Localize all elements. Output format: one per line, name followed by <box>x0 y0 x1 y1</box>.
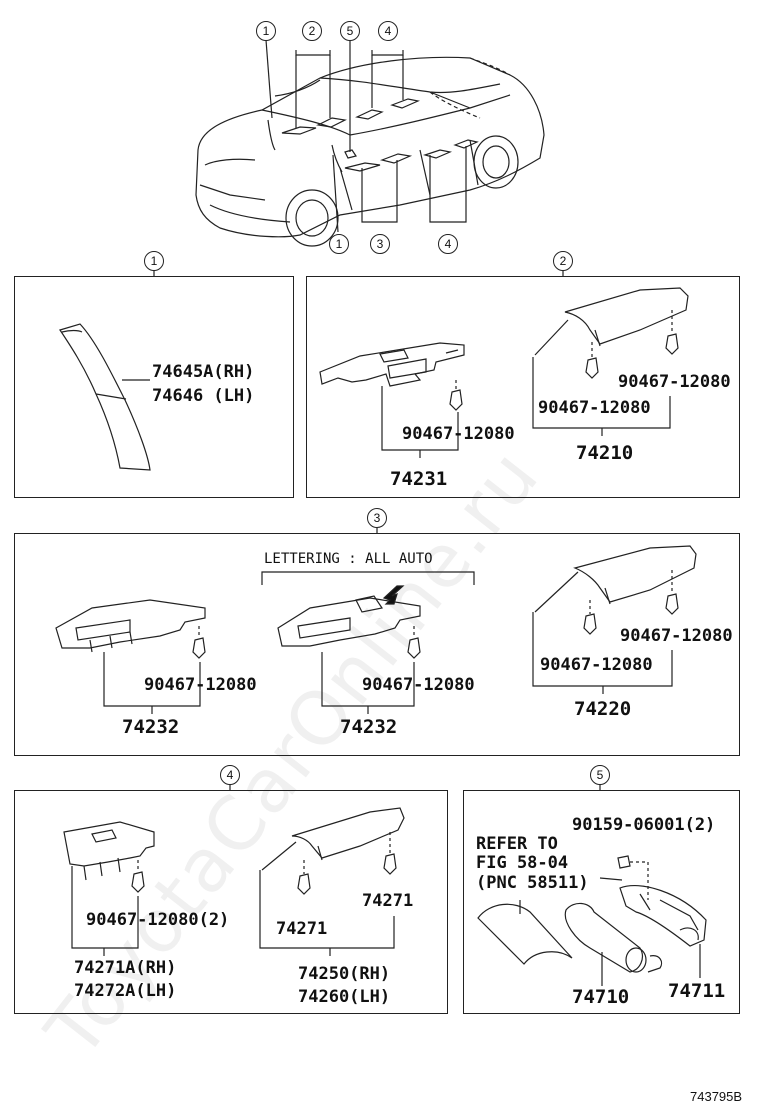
clip-icon-3b <box>407 637 421 659</box>
callout-bubble: 1 <box>329 234 349 254</box>
clip-part-number: 90467-12080 <box>362 675 475 695</box>
part-number-74710: 74710 <box>572 986 630 1008</box>
reference-note-line1: REFER TO <box>476 834 558 854</box>
part-number-74272a: 74272A(LH) <box>74 981 177 1001</box>
clip-icon-2c <box>665 333 679 355</box>
clip-part-number: 90467-12080 <box>540 655 653 675</box>
clip-icon-3d <box>665 593 679 615</box>
part-number-74646: 74646 (LH) <box>152 386 255 406</box>
arrow-icon <box>382 585 405 605</box>
clip-icon-3c <box>583 613 597 635</box>
armrest-74220 <box>573 545 697 603</box>
switch-base-74232-b <box>277 597 421 647</box>
part-number-74210: 74210 <box>576 442 634 464</box>
part-number-74250: 74250(RH) <box>298 964 391 984</box>
callout-bubble: 1 <box>256 21 276 41</box>
clip-part-number: 90467-12080 <box>538 398 651 418</box>
lettering-note: LETTERING : ALL AUTO <box>264 551 433 567</box>
clip-part-number: 74271 <box>276 919 328 939</box>
garnish-74645a <box>59 323 151 471</box>
panel-4 <box>14 790 448 1014</box>
car-outline-illustration <box>195 56 545 247</box>
panel-callout-3: 3 <box>367 508 387 528</box>
bracket-74711 <box>619 884 707 947</box>
panel-3 <box>14 533 740 756</box>
panel-5 <box>463 790 740 1014</box>
part-number-74220: 74220 <box>574 698 632 720</box>
cylinder-74710 <box>564 902 643 973</box>
panel-callout-4: 4 <box>220 765 240 785</box>
clip-icon-4c <box>383 853 397 875</box>
part-number-74232: 74232 <box>340 716 398 738</box>
callout-bubble: 4 <box>378 21 398 41</box>
part-number-74231: 74231 <box>390 468 448 490</box>
panel-callout-2: 2 <box>553 251 573 271</box>
callout-bubble: 5 <box>340 21 360 41</box>
switch-base-74231 <box>319 342 465 387</box>
callout-bubble: 4 <box>438 234 458 254</box>
cover-half-pipe <box>477 903 573 965</box>
clip-part-number: 90467-12080(2) <box>86 910 230 930</box>
armrest-74250 <box>291 807 405 859</box>
part-number-74271a: 74271A(RH) <box>74 958 177 978</box>
clip-part-number: 90467-12080 <box>620 626 733 646</box>
switch-base-74271a <box>63 821 155 867</box>
clip-icon-4b <box>297 873 311 895</box>
clip-part-number: 74271 <box>362 891 414 911</box>
panel-1 <box>14 276 294 498</box>
clip-icon-4a <box>131 871 145 893</box>
armrest-74210 <box>564 287 689 345</box>
panel-2 <box>306 276 740 498</box>
part-number-74260: 74260(LH) <box>298 987 391 1007</box>
clip-part-number: 90467-12080 <box>618 372 731 392</box>
clip-part-number: 90467-12080 <box>402 424 515 444</box>
clip-icon-3a <box>192 637 206 659</box>
callout-bubble: 2 <box>302 21 322 41</box>
part-number-74711: 74711 <box>668 980 726 1002</box>
reference-note-line2: FIG 58-04 <box>476 853 569 873</box>
screw-part-number: 90159-06001(2) <box>572 815 716 835</box>
panel-callout-5: 5 <box>590 765 610 785</box>
callout-bubble: 3 <box>370 234 390 254</box>
clip-icon-2a <box>449 389 463 411</box>
clip-icon-2b <box>585 357 599 379</box>
screw-icon <box>617 855 631 869</box>
switch-base-74232-a <box>55 599 206 649</box>
part-number-74232: 74232 <box>122 716 180 738</box>
reference-note-line3: (PNC 58511) <box>476 873 589 893</box>
panel-callout-1: 1 <box>144 251 164 271</box>
part-number-74645a: 74645A(RH) <box>152 362 255 382</box>
diagram-id: 743795B <box>690 1089 743 1104</box>
clip-part-number: 90467-12080 <box>144 675 257 695</box>
